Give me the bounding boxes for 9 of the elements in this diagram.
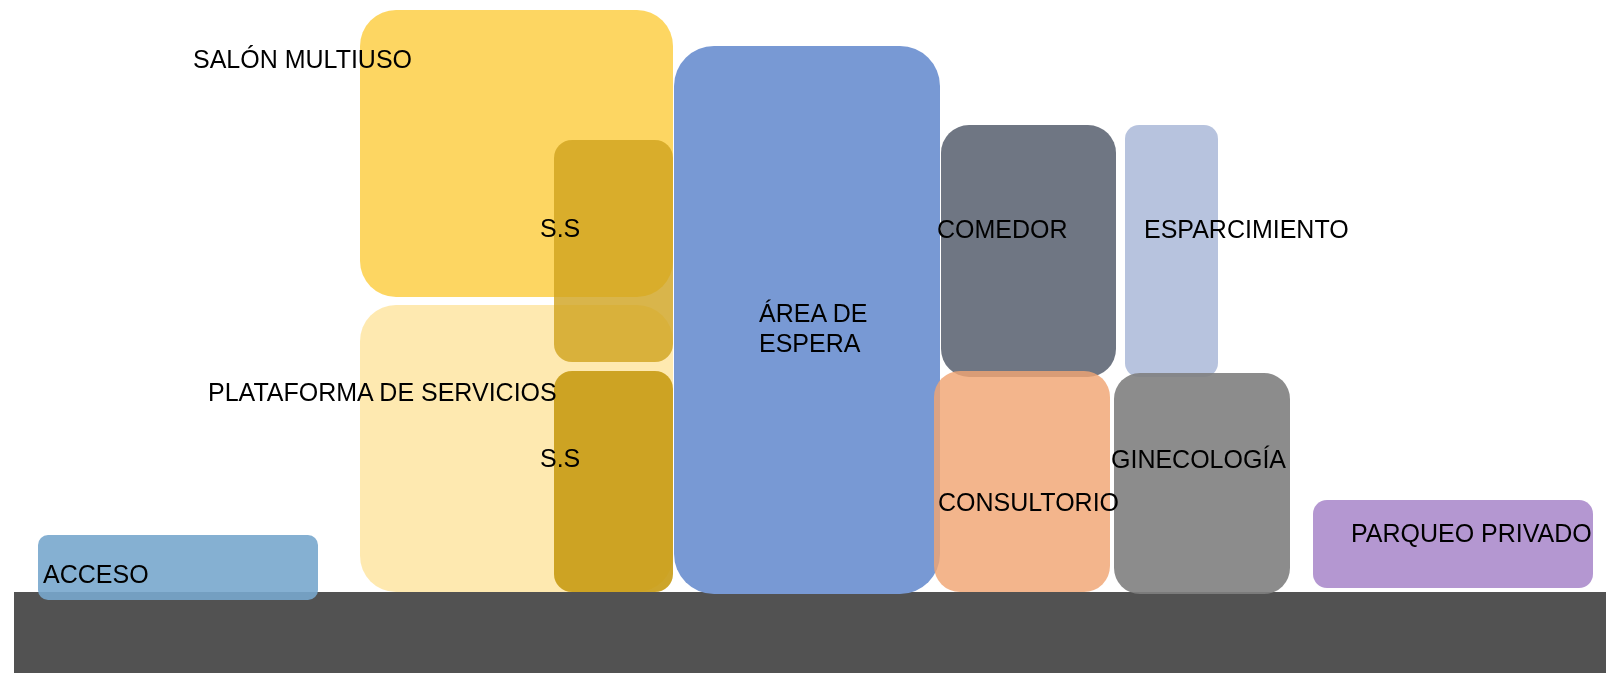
- zone-label: ESPARCIMIENTO: [1144, 214, 1349, 244]
- entrance-zone: [38, 535, 318, 600]
- zone-label: S.S: [540, 213, 581, 243]
- zone-label: PARQUEO PRIVADO: [1351, 518, 1592, 548]
- parking-zone: [1313, 500, 1593, 588]
- zone-label: ACCESO: [43, 559, 149, 589]
- zone-label: ÁREA DE ESPERA: [759, 298, 869, 358]
- zone-label: CONSULTORIO: [938, 487, 1120, 517]
- waiting-area-zone: [674, 46, 940, 594]
